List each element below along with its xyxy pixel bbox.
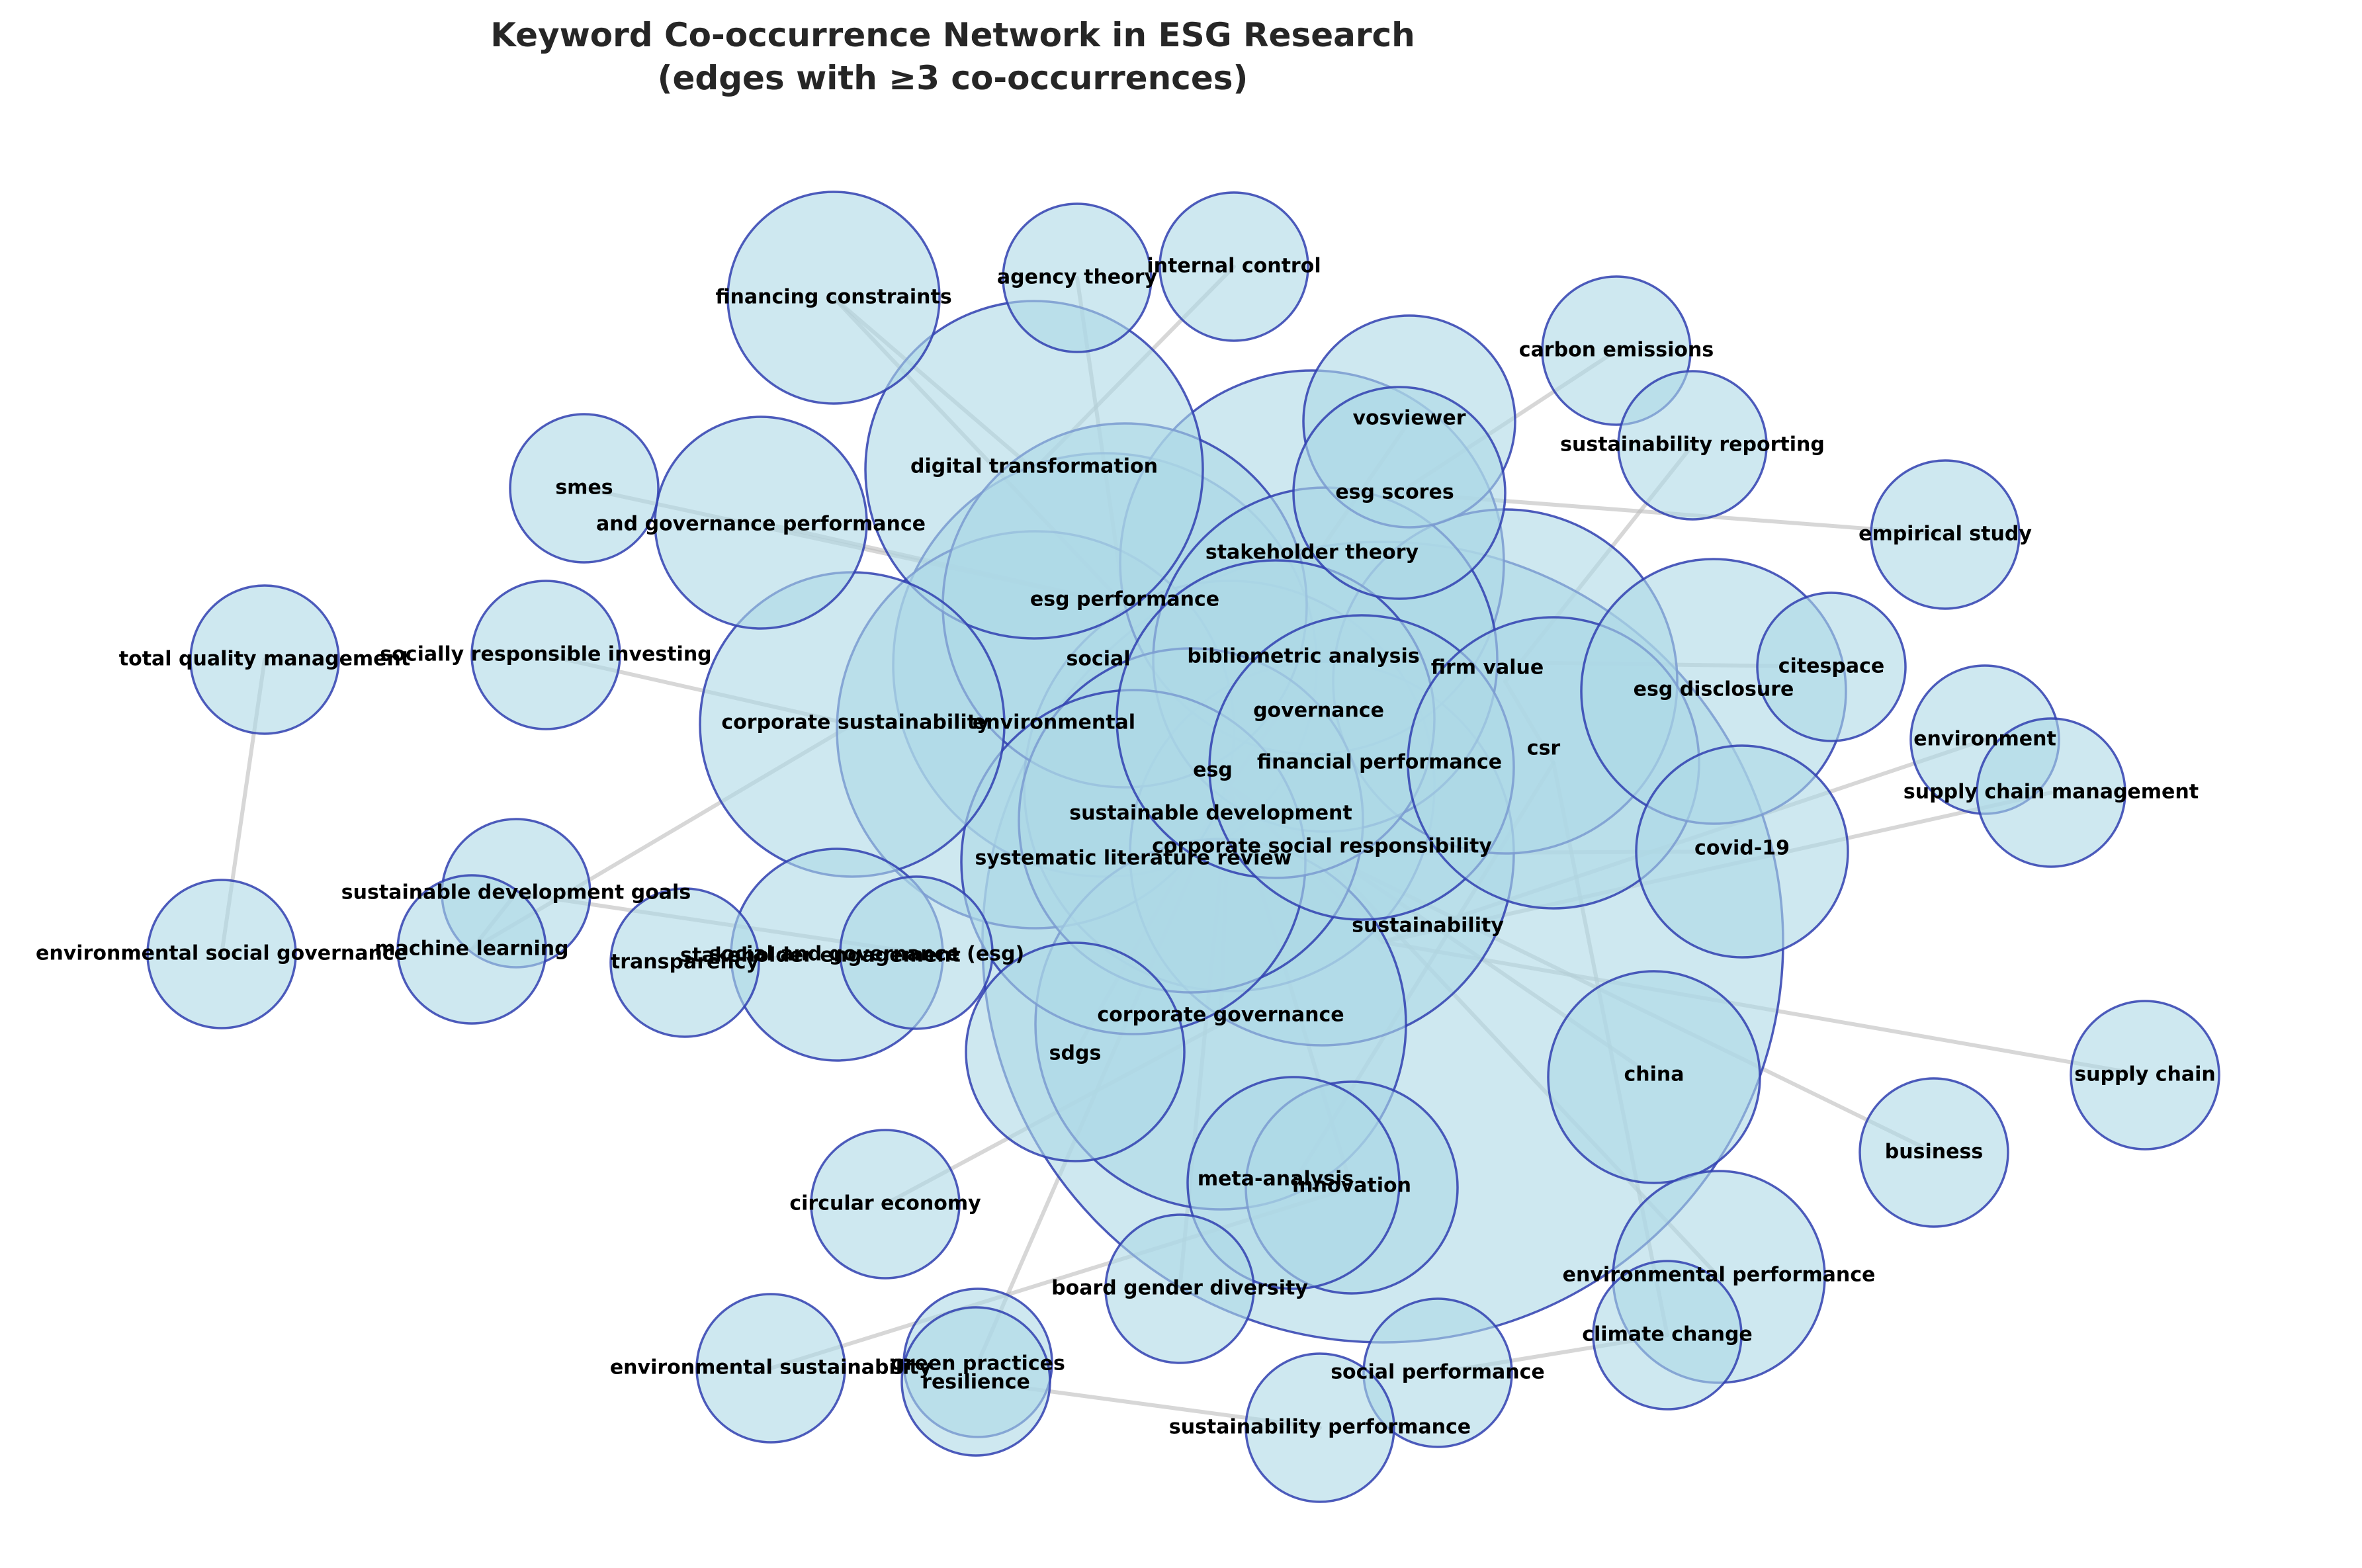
node-label-transparency: transparency: [611, 951, 760, 974]
node-label-sdgs: sdgs: [1049, 1042, 1102, 1065]
node-label-bibliometric-analysis: bibliometric analysis: [1187, 645, 1419, 668]
node-label-digital-transformation: digital transformation: [910, 455, 1158, 478]
node-environmental-social-governance: [146, 879, 297, 1029]
node-label-supply-chain-management: supply chain management: [1903, 781, 2199, 804]
nodes-layer: [146, 191, 2220, 1503]
node-label-carbon-emissions: carbon emissions: [1519, 339, 1714, 362]
node-label-social-performance: social performance: [1331, 1361, 1545, 1384]
node-label-sustainability-reporting: sustainability reporting: [1560, 433, 1825, 457]
node-esg-scores: [1292, 386, 1507, 600]
node-empirical-study: [1870, 459, 2021, 610]
node-china: [1547, 970, 1761, 1184]
node-label-social: social: [1066, 648, 1130, 671]
node-internal-control: [1159, 191, 1309, 342]
node-label-innovation: innovation: [1292, 1174, 1411, 1198]
node-label-esg-scores: esg scores: [1335, 481, 1454, 504]
node-label-environmental-performance: environmental performance: [1563, 1264, 1876, 1287]
node-sustainability-performance: [1245, 1352, 1395, 1503]
node-label-corporate-sustainability: corporate sustainability: [721, 711, 990, 734]
node-financing-constraints: [726, 191, 941, 405]
node-supply-chain-management: [1976, 717, 2126, 868]
node-label-climate-change: climate change: [1582, 1323, 1753, 1346]
node-label-environmental: environmental: [973, 711, 1135, 734]
node-label-smes: smes: [555, 476, 613, 500]
node-socially-responsible-investing: [470, 580, 621, 730]
node-label-governance: governance: [1253, 699, 1384, 722]
node-label-supply-chain: supply chain: [2074, 1063, 2215, 1086]
node-label-esg-disclosure: esg disclosure: [1634, 678, 1794, 701]
labels-layer: sustainability corporate social responsib…: [36, 255, 2216, 1439]
node-label-business: business: [1885, 1141, 1983, 1164]
node-label-social-and-governance-esg: social and governance (esg): [709, 943, 1024, 966]
node-label-china: china: [1624, 1063, 1684, 1086]
node-label-esg-performance: esg performance: [1030, 588, 1219, 611]
node-label-covid-19: covid-19: [1694, 837, 1790, 860]
node-environmental-sustainability: [695, 1293, 846, 1444]
node-agency-theory: [1002, 202, 1153, 353]
node-label-citespace: citespace: [1778, 655, 1884, 678]
node-label-total-quality-management: total quality management: [119, 648, 410, 671]
node-stakeholder-engagement: [839, 875, 994, 1030]
node-label-esg: esg: [1193, 759, 1233, 782]
node-label-and-governance-performance: and governance performance: [596, 513, 926, 536]
node-label-environment: environment: [1913, 728, 2056, 751]
node-label-empirical-study: empirical study: [1859, 523, 2032, 546]
node-label-firm-value: firm value: [1431, 656, 1544, 679]
node-label-green-practices: green practices: [891, 1352, 1065, 1375]
node-label-socially-responsible-investing: socially responsible investing: [380, 643, 711, 666]
node-and-governance-performance: [654, 415, 868, 630]
node-label-financing-constraints: financing constraints: [715, 286, 951, 309]
node-label-machine-learning: machine learning: [374, 937, 568, 961]
node-citespace: [1756, 591, 1907, 742]
node-sdgs: [965, 941, 1186, 1162]
node-label-resilience: resilience: [922, 1371, 1030, 1394]
node-label-agency-theory: agency theory: [997, 266, 1158, 289]
node-label-financial-performance: financial performance: [1257, 751, 1502, 774]
node-label-sustainability: sustainability: [1352, 914, 1504, 937]
node-label-meta-analysis: meta-analysis: [1198, 1168, 1354, 1191]
node-label-sustainable-development-goals: sustainable development goals: [341, 881, 691, 904]
diagram-title-line-1: Keyword Co-occurrence Network in ESG Res…: [490, 16, 1415, 54]
node-covid-19: [1635, 744, 1849, 959]
node-label-sustainable-development: sustainable development: [1069, 802, 1352, 825]
node-sustainability-reporting: [1617, 370, 1768, 521]
node-transparency: [609, 887, 760, 1038]
node-resilience: [900, 1306, 1051, 1457]
node-label-circular-economy: circular economy: [789, 1192, 981, 1215]
node-climate-change: [1592, 1260, 1743, 1411]
node-label-corporate-governance: corporate governance: [1097, 1004, 1344, 1027]
node-total-quality-management: [189, 584, 340, 735]
node-business: [1859, 1077, 2009, 1228]
node-circular-economy: [810, 1129, 961, 1280]
node-meta-analysis: [1186, 1076, 1401, 1290]
node-label-csr: csr: [1527, 737, 1561, 760]
node-label-systematic-literature-review: systematic literature review: [975, 847, 1292, 870]
node-label-corporate-social-responsibility: corporate social responsibility: [1152, 835, 1492, 858]
diagram-title-line-2: (edges with ≥3 co-occurrences): [658, 59, 1248, 97]
node-label-vosviewer: vosviewer: [1352, 407, 1465, 430]
node-board-gender-diversity: [1104, 1213, 1255, 1364]
node-label-sustainability-performance: sustainability performance: [1169, 1416, 1471, 1439]
node-label-board-gender-diversity: board gender diversity: [1051, 1277, 1308, 1300]
node-machine-learning: [396, 874, 547, 1025]
node-label-internal-control: internal control: [1147, 255, 1321, 278]
node-label-stakeholder-engagement: stakeholder engagement: [680, 944, 961, 967]
node-smes: [509, 413, 660, 564]
node-label-stakeholder-theory: stakeholder theory: [1205, 541, 1419, 564]
node-supply-chain: [2070, 1000, 2220, 1151]
node-label-environmental-social-governance: environmental social governance: [36, 942, 408, 965]
node-label-environmental-sustainability: environmental sustainability: [610, 1356, 932, 1379]
